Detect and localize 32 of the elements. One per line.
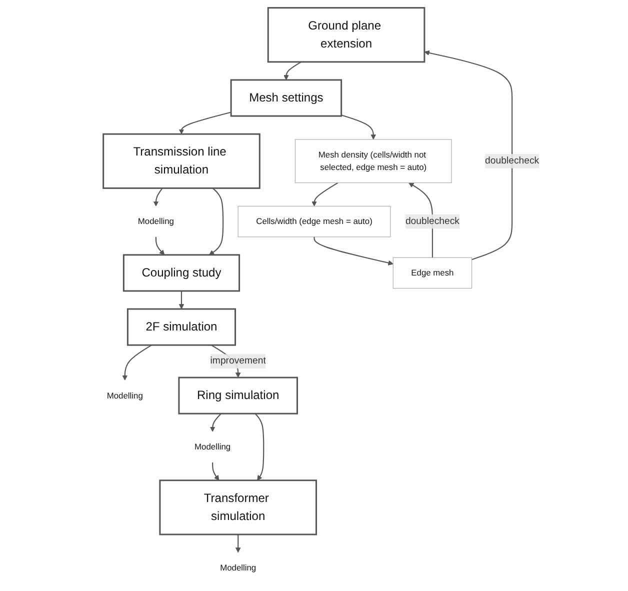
node-box: Mesh density (cells/width not selected, edge mesh = auto) — [294, 139, 452, 184]
arrow — [236, 534, 241, 553]
arrow — [254, 413, 264, 481]
node-box: Mesh settings — [230, 79, 342, 117]
node-box: 2F simulation — [126, 308, 236, 346]
arrow — [153, 188, 163, 206]
arrow — [212, 462, 220, 481]
node-box: Ground plane extension — [267, 7, 426, 63]
node-box: Transformer simulation — [159, 480, 318, 536]
arrow — [314, 236, 394, 266]
node-text: Modelling — [194, 442, 231, 452]
node-box: Ring simulation — [178, 376, 298, 414]
node-text: Modelling — [106, 390, 143, 400]
node-text: Modelling — [138, 216, 174, 226]
edge-label: improvement — [210, 356, 266, 366]
node-box: Coupling study — [122, 254, 240, 292]
node-box: Transmission line simulation — [102, 133, 260, 189]
arrow — [155, 236, 165, 256]
arrow — [312, 182, 338, 206]
arrow — [178, 291, 184, 310]
node-box: Cells/width (edge mesh = auto) — [238, 206, 391, 238]
arrow — [178, 112, 232, 134]
arrow — [341, 114, 376, 140]
edge-label: doublecheck — [485, 156, 540, 166]
arrow — [210, 413, 222, 432]
arrow — [209, 188, 224, 256]
arrow — [424, 50, 513, 260]
node-text: Modelling — [220, 562, 256, 572]
arrow — [122, 344, 152, 380]
arrow — [284, 61, 302, 80]
node-box: Edge mesh — [392, 257, 472, 289]
edge-label: doublecheck — [405, 216, 460, 226]
